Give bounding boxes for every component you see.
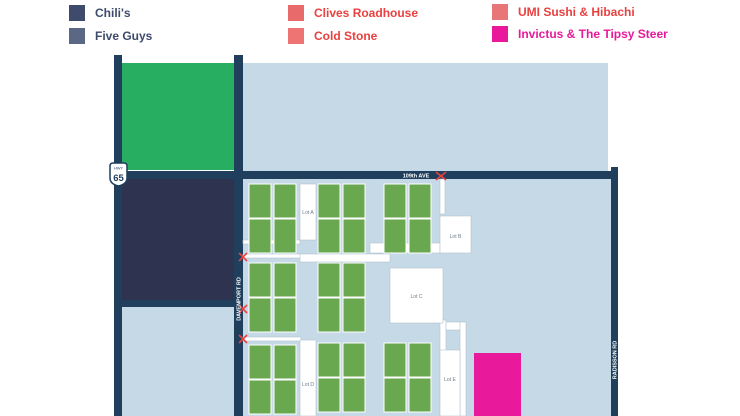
- building-31: [383, 377, 407, 413]
- lot-b: [439, 215, 472, 254]
- access-marker-davenport-mid: [238, 304, 248, 314]
- label-davenport-rd: DAVENPORT RD: [237, 277, 243, 321]
- building-21: [317, 342, 341, 378]
- building-3: [248, 218, 272, 254]
- building-29: [383, 342, 407, 378]
- legend-swatch-chilis: [69, 5, 85, 21]
- road-connector-west: [114, 300, 243, 307]
- building-28: [408, 218, 432, 254]
- legend-label-five-guys: Five Guys: [95, 29, 153, 43]
- legend-clives: Clives Roadhouse: [288, 4, 418, 22]
- building-9: [248, 344, 272, 380]
- legend-label-invictus: Invictus & The Tipsy Steer: [518, 27, 668, 41]
- legend-swatch-umi: [492, 4, 508, 20]
- legend-chilis: Chili's: [69, 4, 131, 22]
- driveway-east-v: [459, 321, 467, 416]
- parcel-invictus: [474, 353, 521, 416]
- building-7: [248, 297, 272, 333]
- driveway-lot-c: [439, 178, 446, 215]
- label-lot-a: Lot A: [302, 210, 314, 216]
- building-14: [342, 183, 366, 219]
- building-16: [342, 218, 366, 254]
- driveway-central: [299, 253, 391, 263]
- building-8: [273, 297, 297, 333]
- label-lot-b: Lot B: [450, 234, 462, 240]
- building-32: [408, 377, 432, 413]
- highway-shield: HWY 65: [109, 162, 128, 187]
- driveway-lot-b: [242, 253, 302, 259]
- road-109th-ave: [114, 171, 618, 179]
- buildings-group: [248, 183, 432, 415]
- label-lot-d: Lot D: [302, 382, 314, 388]
- driveway-lot-d: [242, 336, 302, 342]
- legend-label-chilis: Chili's: [95, 6, 131, 20]
- building-11: [248, 379, 272, 415]
- road-radisson: [611, 167, 618, 416]
- access-marker-davenport-north: [238, 252, 248, 262]
- land-block-southwest: [122, 307, 234, 416]
- building-2: [273, 183, 297, 219]
- parcel-dark: [122, 179, 234, 300]
- legend-label-umi: UMI Sushi & Hibachi: [518, 5, 635, 19]
- road-west: [114, 55, 122, 416]
- lot-c: [389, 267, 444, 324]
- legend-five-guys: Five Guys: [69, 27, 152, 45]
- land-block-north: [243, 63, 608, 173]
- building-25: [383, 183, 407, 219]
- lot-a: [299, 183, 317, 241]
- building-6: [273, 262, 297, 298]
- building-22: [342, 342, 366, 378]
- building-19: [317, 297, 341, 333]
- building-12: [273, 379, 297, 415]
- building-17: [317, 262, 341, 298]
- label-lot-c: Lot C: [411, 294, 423, 300]
- legend-swatch-invictus: [492, 26, 508, 42]
- shield-number: 65: [113, 173, 124, 184]
- shield-icon: [109, 162, 128, 187]
- label-lot-e: Lot E: [444, 377, 456, 383]
- building-24: [342, 377, 366, 413]
- building-15: [317, 218, 341, 254]
- shield-top: HWY: [114, 166, 124, 171]
- building-13: [317, 183, 341, 219]
- building-30: [408, 342, 432, 378]
- legend-label-cold-stone: Cold Stone: [314, 29, 378, 43]
- access-marker-davenport-south: [238, 334, 248, 344]
- legend-label-clives: Clives Roadhouse: [314, 6, 419, 20]
- legend-swatch-clives: [288, 5, 304, 21]
- legend-invictus: Invictus & The Tipsy Steer: [492, 25, 668, 43]
- legend-umi: UMI Sushi & Hibachi: [492, 3, 635, 21]
- parcel-green: [122, 63, 234, 170]
- label-radisson-rd: RADISSON RD: [613, 341, 619, 380]
- building-18: [342, 262, 366, 298]
- label-109th-ave: 109th AVE: [403, 174, 430, 180]
- legend-swatch-five-guys: [69, 28, 85, 44]
- lot-e: [439, 349, 461, 416]
- building-27: [383, 218, 407, 254]
- legend-cold-stone: Cold Stone: [288, 27, 377, 45]
- road-davenport: [234, 55, 243, 416]
- building-26: [408, 183, 432, 219]
- access-marker-109th: [435, 171, 447, 181]
- lot-d: [299, 339, 317, 416]
- building-23: [317, 377, 341, 413]
- access-markers: [238, 171, 447, 344]
- legend-swatch-cold-stone: [288, 28, 304, 44]
- building-5: [248, 262, 272, 298]
- building-1: [248, 183, 272, 219]
- building-20: [342, 297, 366, 333]
- building-10: [273, 344, 297, 380]
- building-4: [273, 218, 297, 254]
